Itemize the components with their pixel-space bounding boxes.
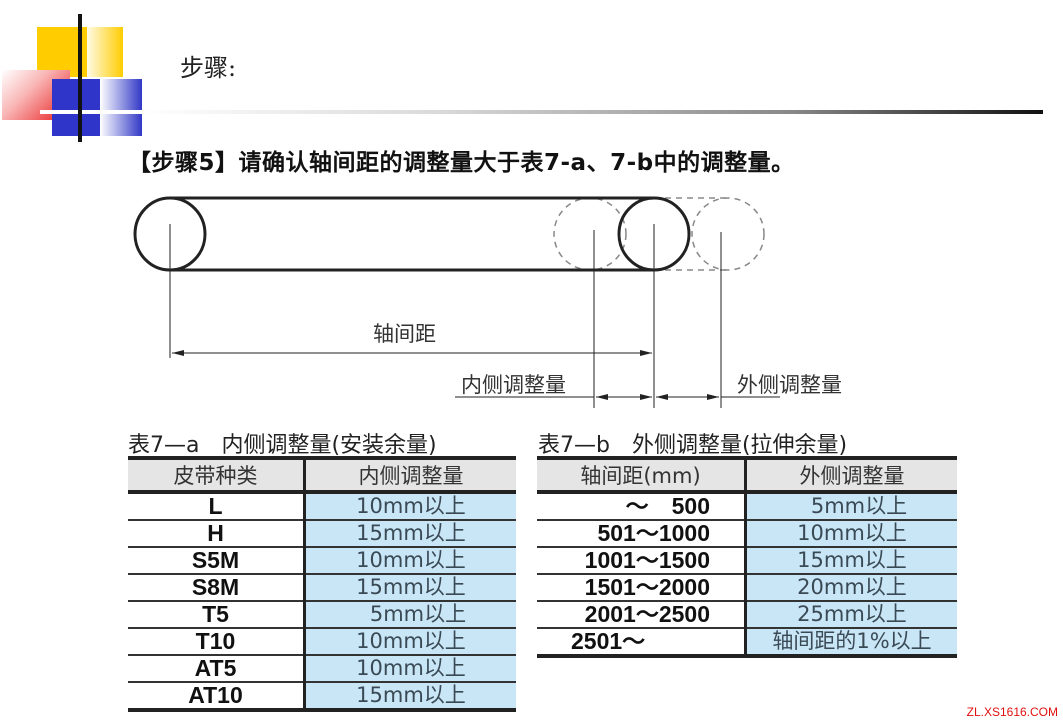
table-b-header-outer-adjust: 外侧调整量 xyxy=(745,458,957,494)
outer-position-pulley xyxy=(691,197,765,271)
table-row: 2501～轴间距的1%以上 xyxy=(537,628,957,656)
step-instruction: 【步骤5】请确认轴间距的调整量大于表7-a、7-b中的调整量。 xyxy=(128,150,795,176)
table-a-header-inner-adjust: 内侧调整量 xyxy=(304,458,516,494)
inner-position-pulley xyxy=(553,197,627,271)
decor-vertical-line xyxy=(78,14,82,142)
table-b-header-shaft-distance: 轴间距(mm) xyxy=(537,458,747,494)
shaft-distance-label: 轴间距 xyxy=(373,322,436,346)
decor-blue-fade xyxy=(100,79,142,136)
table-a-header-belt-type: 皮带种类 xyxy=(128,458,306,494)
watermark: ZL.XS1616.COM xyxy=(966,705,1058,719)
slide-title: 步骤: xyxy=(180,54,237,82)
outer-adjust-label: 外侧调整量 xyxy=(737,373,842,397)
table-a-caption: 表7—a 内侧调整量(安装余量) xyxy=(128,433,437,458)
inner-adjust-label: 内侧调整量 xyxy=(461,373,566,397)
belt-pulley-diagram xyxy=(133,196,780,408)
title-underline xyxy=(40,110,1043,114)
decor-yellow-fade xyxy=(87,27,123,77)
decor-blue-square xyxy=(52,79,100,136)
table-b-caption: 表7—b 外侧调整量(拉伸余量) xyxy=(538,433,848,458)
decor-white-bar xyxy=(40,110,140,114)
